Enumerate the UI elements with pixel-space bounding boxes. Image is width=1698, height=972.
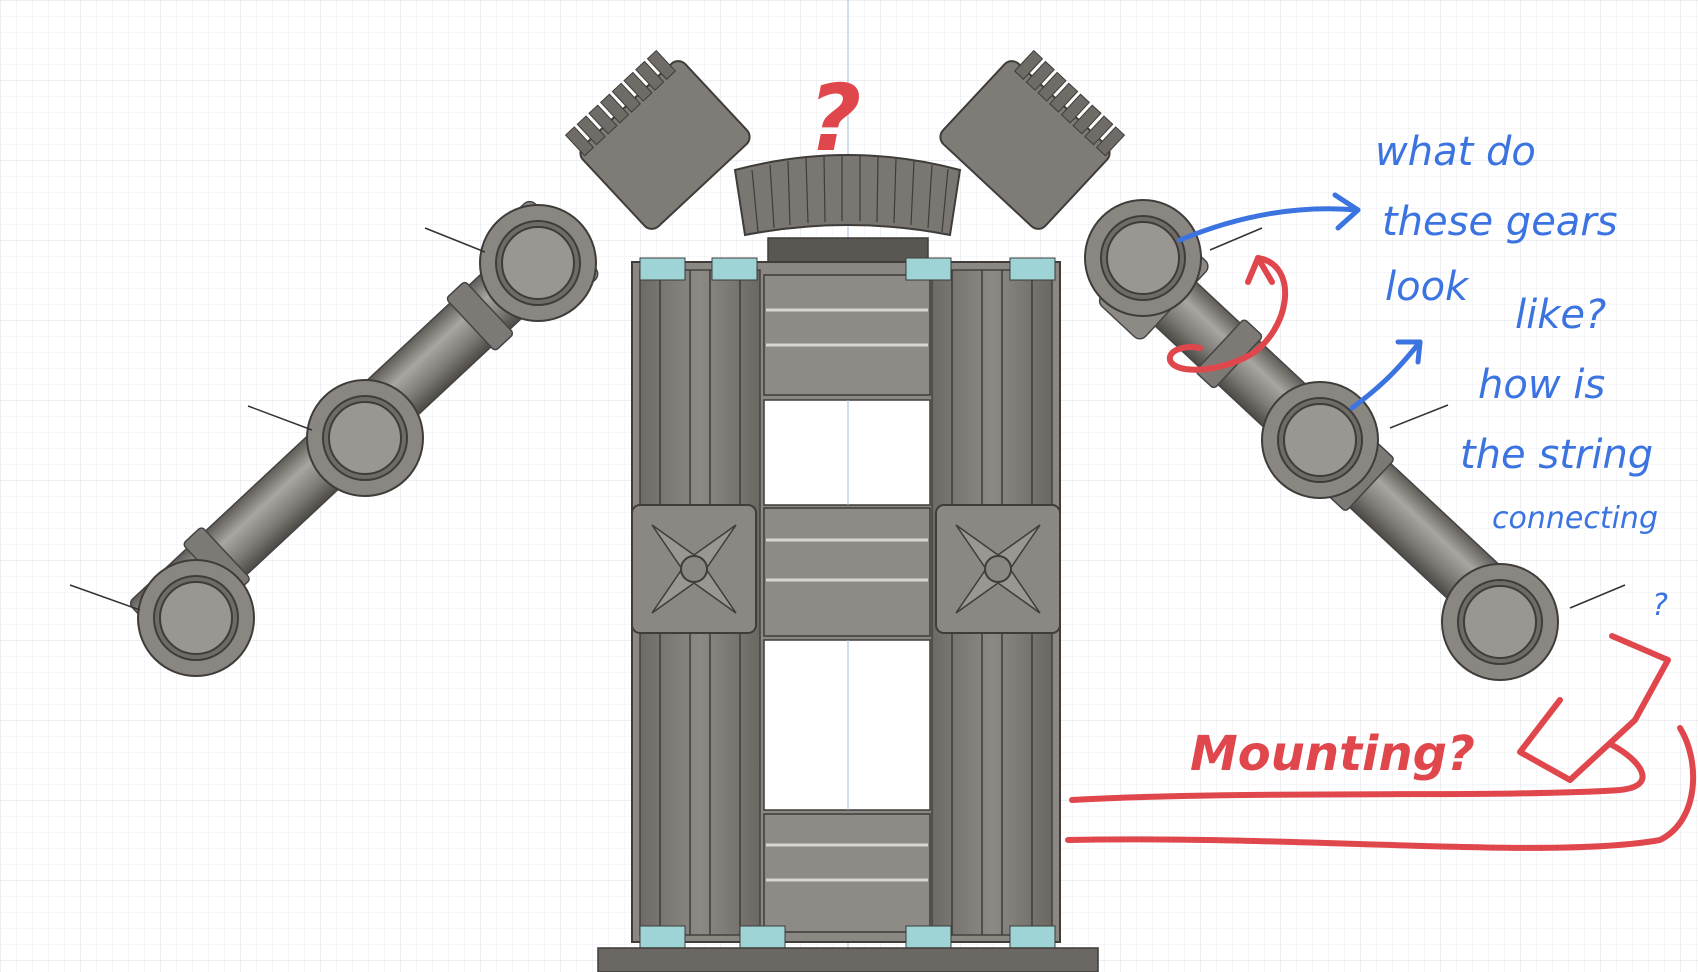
left-arm-joints (137, 204, 597, 677)
red-rotation-arrowhead (1245, 255, 1275, 285)
left-joint-1 (479, 204, 597, 322)
blue-line-7: connecting (1492, 501, 1658, 536)
left-arm-strings (69, 227, 486, 611)
right-joint-3 (1441, 563, 1559, 681)
blue-line-4: like? (1515, 292, 1606, 338)
frame-tower (597, 257, 1099, 972)
left-joint-2 (306, 379, 424, 497)
red-mount-bracket (1517, 633, 1671, 783)
right-joint-1 (1084, 199, 1202, 317)
bevel-gear-left (564, 49, 751, 230)
right-arm-joints (1084, 199, 1559, 681)
blue-line-8: ? (1652, 588, 1668, 623)
red-top-question-mark: ? (808, 65, 861, 172)
blue-arrow-string-head (1395, 339, 1423, 365)
red-rotation-arrow (1166, 255, 1289, 373)
left-joint-3 (137, 559, 255, 677)
red-annotations (1065, 255, 1697, 851)
frame-base (597, 947, 1099, 972)
frame-window-upper (763, 399, 931, 506)
blue-arrow-gears (1177, 206, 1361, 243)
blue-arrow-string (1349, 339, 1423, 411)
extrusion-profile-left (631, 504, 757, 634)
blue-line-2: these gears (1382, 199, 1618, 245)
red-mount-line-upper (1069, 742, 1646, 803)
blue-arrow-gears-head (1332, 192, 1361, 231)
frame-window-lower (763, 639, 931, 811)
blue-annotations (1177, 192, 1423, 411)
red-mount-line-lower (1065, 725, 1697, 851)
frame-cross-beams (763, 274, 931, 933)
blue-question-text: what do these gears look like? how is th… (1375, 129, 1668, 623)
extrusion-profile-right (935, 504, 1061, 634)
right-joint-2 (1261, 381, 1379, 499)
red-mounting-question: Mounting? (1190, 726, 1475, 782)
blue-line-6: the string (1460, 432, 1653, 478)
blue-line-3: look (1385, 264, 1470, 310)
blue-line-5: how is (1478, 362, 1605, 408)
blue-line-1: what do (1375, 129, 1536, 175)
frame-beam-lines (766, 308, 928, 882)
bevel-gear-right (939, 49, 1126, 230)
right-arm-strings (1209, 227, 1626, 609)
